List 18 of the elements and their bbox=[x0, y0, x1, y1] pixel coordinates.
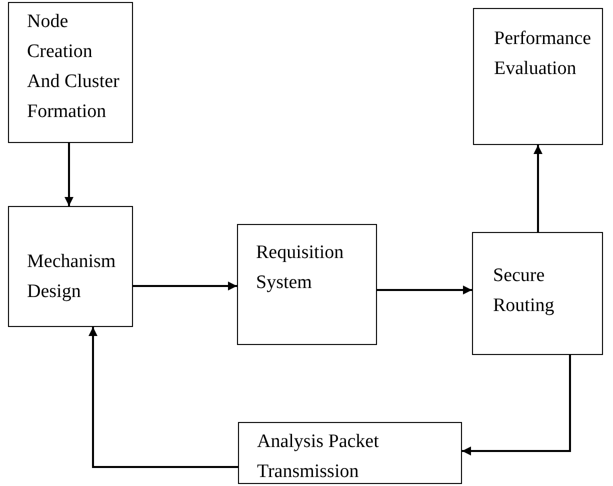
arrow bbox=[462, 355, 571, 456]
box-label: Performance Evaluation bbox=[494, 27, 592, 81]
box-label: Requisition System bbox=[256, 241, 345, 295]
arrow bbox=[133, 282, 237, 290]
box-label: Analysis Packet Transmission bbox=[257, 430, 380, 484]
box-label: Secure Routing bbox=[493, 264, 556, 318]
arrow bbox=[534, 145, 542, 232]
process-box bbox=[472, 232, 603, 355]
box-label: Node Creation And Cluster Formation bbox=[27, 10, 120, 124]
process-box bbox=[473, 8, 603, 145]
arrow bbox=[88, 327, 238, 468]
process-box bbox=[238, 422, 462, 484]
process-box bbox=[8, 2, 133, 143]
arrow bbox=[64, 143, 74, 206]
process-box bbox=[237, 224, 377, 345]
arrow bbox=[377, 286, 472, 294]
process-box bbox=[8, 206, 133, 327]
box-label: Mechanism Design bbox=[27, 250, 117, 304]
